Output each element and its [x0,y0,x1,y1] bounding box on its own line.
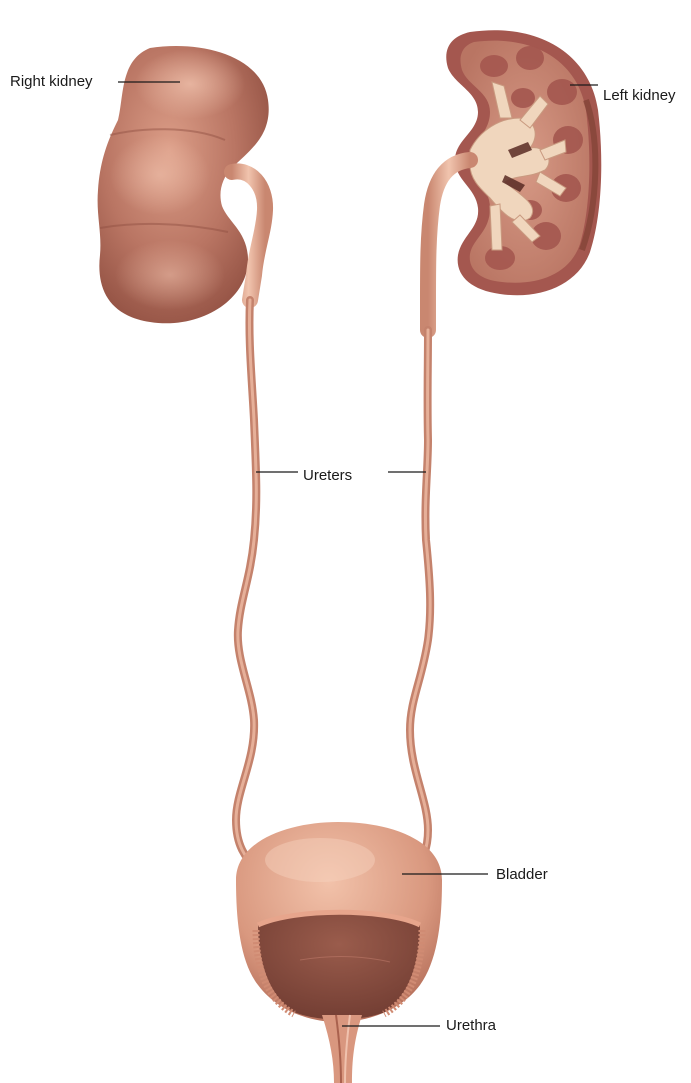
right-kidney [98,46,269,323]
urethra [322,1015,362,1083]
label-bladder: Bladder [496,866,548,884]
label-urethra: Urethra [446,1017,496,1035]
label-left-kidney: Left kidney [603,87,676,105]
bladder [236,822,442,1022]
label-ureters: Ureters [303,467,352,485]
label-right-kidney: Right kidney [10,73,93,91]
